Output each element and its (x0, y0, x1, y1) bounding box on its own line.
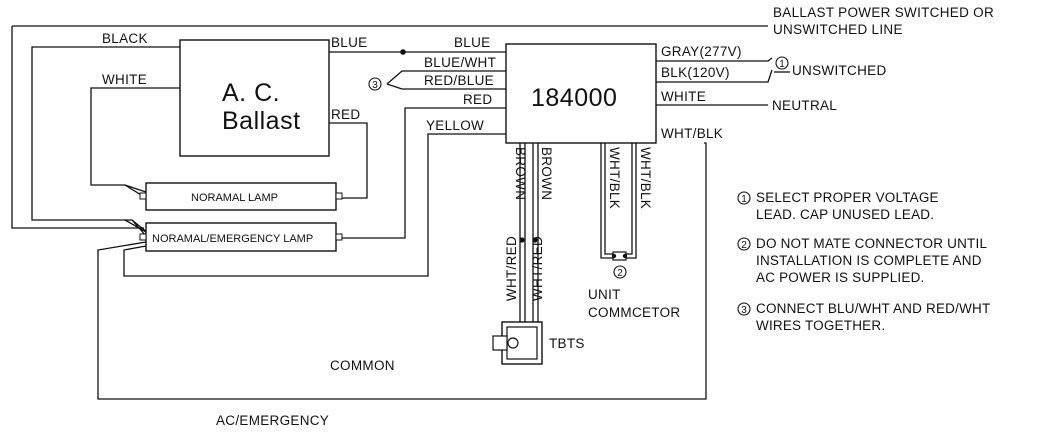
ballast-box-outline (179, 39, 330, 157)
blue-wht-label: BLUE/WHT (424, 55, 496, 70)
lamp-normal-pin-right (335, 192, 343, 200)
gray-label: GRAY(277V) (661, 44, 742, 59)
lamp-emergency-pin-left (139, 233, 147, 241)
note-1-line1: SELECT PROPER VOLTAGE (756, 190, 939, 205)
note-2-marker-circle (737, 237, 751, 251)
note-1-marker-circle (737, 191, 751, 205)
red-module-wire (340, 107, 506, 239)
wht-blk-right-label: WHT/BLK (638, 147, 653, 209)
wht-blk-label: WHT/BLK (661, 126, 723, 141)
note-2-line2: INSTALLATION IS COMPLETE AND (756, 253, 982, 268)
yellow-label: YELLOW (426, 118, 484, 133)
lamp-emergency-outline (145, 222, 337, 252)
power-line-label-2: UNSWITCHED LINE (773, 22, 903, 37)
module-box-outline (505, 43, 657, 144)
red-ballast-label: RED (331, 107, 360, 122)
ballast-title-line2: Ballast (222, 107, 301, 135)
marker-1-number: 1 (779, 59, 785, 70)
notes: 1 SELECT PROPER VOLTAGE LEAD. CAP UNUSED… (737, 190, 990, 333)
unit-label: UNIT (588, 287, 621, 302)
note-3-marker: 3 (741, 305, 747, 316)
lamp-normal: NORAMAL LAMP (139, 182, 343, 211)
unit-connector-dot-right (622, 253, 628, 259)
black-label: BLACK (102, 31, 148, 46)
marker-3-number: 3 (372, 80, 378, 91)
marker-3-circle (368, 77, 382, 91)
ac-emergency-label: AC/EMERGENCY (216, 413, 329, 428)
lamp-normal-label: NORAMAL LAMP (191, 192, 278, 204)
note-1-marker: 1 (741, 194, 747, 205)
white-wire (90, 87, 180, 199)
wht-red-right-label: WHT/RED (530, 236, 545, 301)
marker-2-circle (613, 265, 627, 279)
note-1: 1 SELECT PROPER VOLTAGE LEAD. CAP UNUSED… (737, 190, 939, 222)
black-wire (31, 46, 180, 234)
blue-label: BLUE (454, 35, 490, 50)
wht-blk-left-label: WHT/BLK (607, 147, 622, 209)
brown-junction-dot-left (519, 237, 525, 243)
unit-connector-wire-left-2 (604, 143, 613, 255)
neutral-label: NEUTRAL (772, 98, 837, 113)
lamp-emergency-pin-right (335, 233, 343, 241)
ballast-box: A. C. Ballast (179, 39, 330, 157)
common-label: COMMON (330, 358, 395, 373)
tbts-button (492, 335, 508, 351)
connector-label: COMMCETOR (588, 305, 680, 320)
note-2: 2 DO NOT MATE CONNECTOR UNTIL INSTALLATI… (737, 236, 987, 285)
line-labels: BALLAST POWER SWITCHED OR UNSWITCHED LIN… (368, 5, 994, 320)
white-label: WHITE (102, 72, 147, 87)
wht-red-left-label: WHT/RED (504, 236, 519, 301)
common-wire (97, 142, 707, 400)
white-out-label: WHITE (661, 89, 706, 104)
unit-connector-dot-left (611, 253, 617, 259)
red-blue-label: RED/BLUE (424, 73, 494, 88)
red-ballast-wire (329, 122, 368, 199)
note-3-line1: CONNECT BLU/WHT AND RED/WHT (756, 301, 990, 316)
note-2-line1: DO NOT MATE CONNECTOR UNTIL (756, 236, 987, 251)
brown-left-label: BROWN (513, 147, 528, 200)
note-2-line3: AC POWER IS SUPPLIED. (756, 270, 925, 285)
wire-labels: BLACK WHITE BLUE BLUE BLUE/WHT RED/BLUE … (102, 31, 742, 428)
note-3-line2: WIRES TOGETHER. (756, 318, 885, 333)
gray-wire (656, 57, 773, 62)
red-module-label: RED (463, 92, 492, 107)
lamp-link-wire (124, 184, 147, 237)
note-3: 3 CONNECT BLU/WHT AND RED/WHT WIRES TOGE… (737, 301, 990, 333)
yellow-wire (123, 133, 506, 277)
ballast-title-line1: A. C. (222, 79, 280, 107)
tbts-switch: TBTS (492, 321, 585, 365)
unswitched-label: UNSWITCHED (792, 63, 887, 78)
tbts-label: TBTS (549, 336, 585, 351)
unit-connector-wire-right (626, 143, 637, 259)
lamp-normal-pin-left (139, 192, 147, 200)
power-line-wire (11, 25, 768, 229)
blk-label: BLK(120V) (661, 65, 730, 80)
note-1-line2: LEAD. CAP UNUSED LEAD. (756, 207, 934, 222)
unit-connector-wire-left (600, 143, 613, 259)
brown-right-label: BROWN (539, 147, 554, 200)
note-2-marker: 2 (741, 240, 747, 251)
blue-wht-wire (386, 70, 506, 85)
wires (11, 25, 773, 400)
marker-1-circle (775, 56, 789, 70)
blue-ballast-label: BLUE (331, 35, 367, 50)
blk-wire (656, 69, 773, 83)
lamp-emergency: NORAMAL/EMERGENCY LAMP (139, 222, 343, 252)
power-line-label-1: BALLAST POWER SWITCHED OR (773, 5, 994, 20)
lamp-emergency-label: NORAMAL/EMERGENCY LAMP (152, 233, 313, 245)
red-blue-wire (386, 83, 506, 90)
marker-2-number: 2 (617, 268, 623, 279)
module-label: 184000 (531, 84, 617, 112)
module-box: 184000 (505, 43, 657, 144)
tbts-knob (507, 337, 519, 349)
unit-connector-wire-right-2 (626, 143, 633, 255)
blue-junction-dot (400, 49, 406, 55)
brown-junction-dot-right (532, 237, 538, 243)
note-3-marker-circle (737, 302, 751, 316)
